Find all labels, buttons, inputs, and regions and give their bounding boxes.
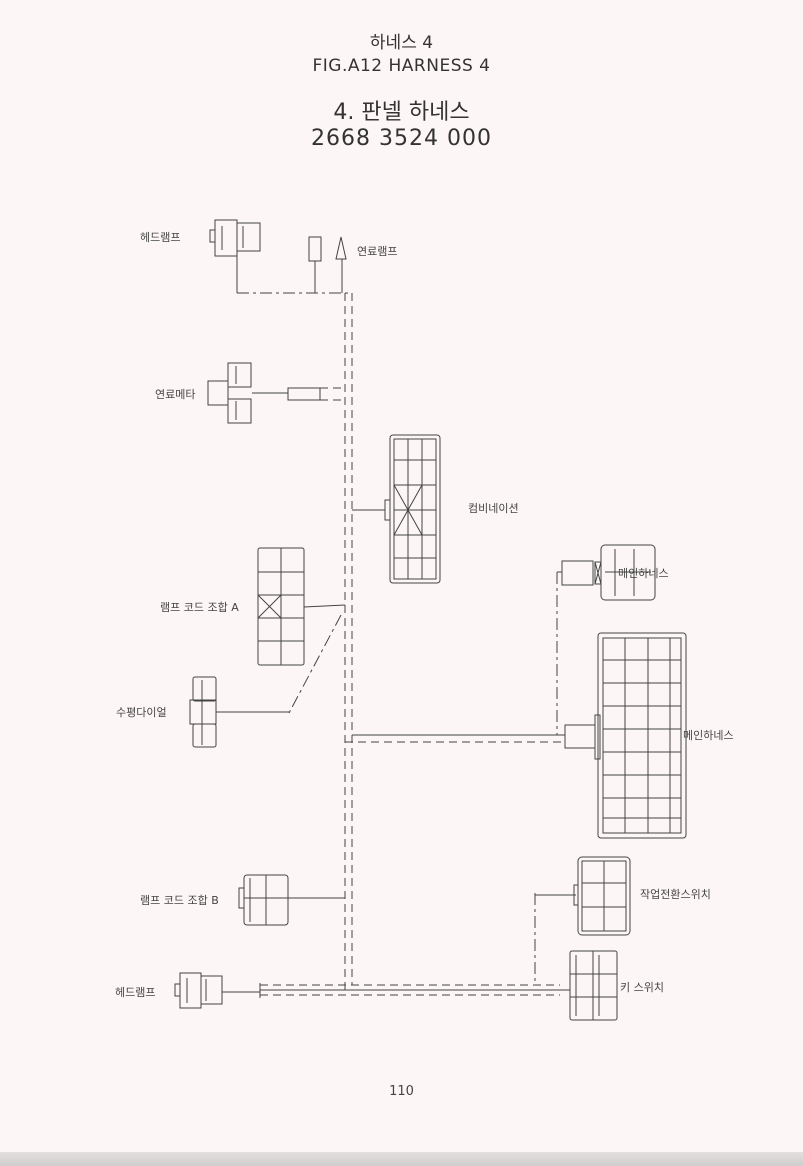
label-lamp-cord-b: 램프 코드 조합 B [140,894,219,907]
title-korean: 하네스 4 [369,33,434,53]
fuel-lamp-connector [308,236,347,293]
label-headlamp-bottom: 헤드램프 [115,986,156,999]
label-main-harness-1: 메인하네스 [618,567,669,580]
lamp-cord-b-connector [238,874,345,926]
page-number: 110 [389,1084,414,1099]
work-switch-connector [534,856,631,985]
headlamp-top-connector [209,219,352,294]
scan-edge [0,1152,803,1166]
level-dial-connector [189,676,289,748]
label-main-harness-2: 메인하네스 [683,729,734,742]
label-level-dial: 수평다이얼 [116,706,167,719]
lamp-cord-a-connector [257,547,346,714]
part-number: 2668 3524 000 [311,126,492,151]
label-work-switch: 작업전환스위치 [640,888,711,901]
label-headlamp-top: 헤드램프 [140,231,181,244]
fuel-meter-connector [207,362,345,424]
key-switch-connector [569,950,618,1021]
label-combination: 컴비네이션 [468,502,519,515]
main-trunk [344,293,353,990]
subtitle: 4. 판넬 하네스 [333,100,470,125]
title-english: FIG.A12 HARNESS 4 [312,56,491,76]
label-fuel-lamp: 연료램프 [357,245,398,258]
label-lamp-cord-a: 램프 코드 조합 A [160,601,239,614]
label-key-switch: 키 스위치 [620,981,664,994]
combination-connector [352,434,441,584]
headlamp-bottom-connector [174,972,570,1009]
main-harness-branch [345,544,687,839]
label-fuel-meter: 연료메타 [155,388,196,401]
